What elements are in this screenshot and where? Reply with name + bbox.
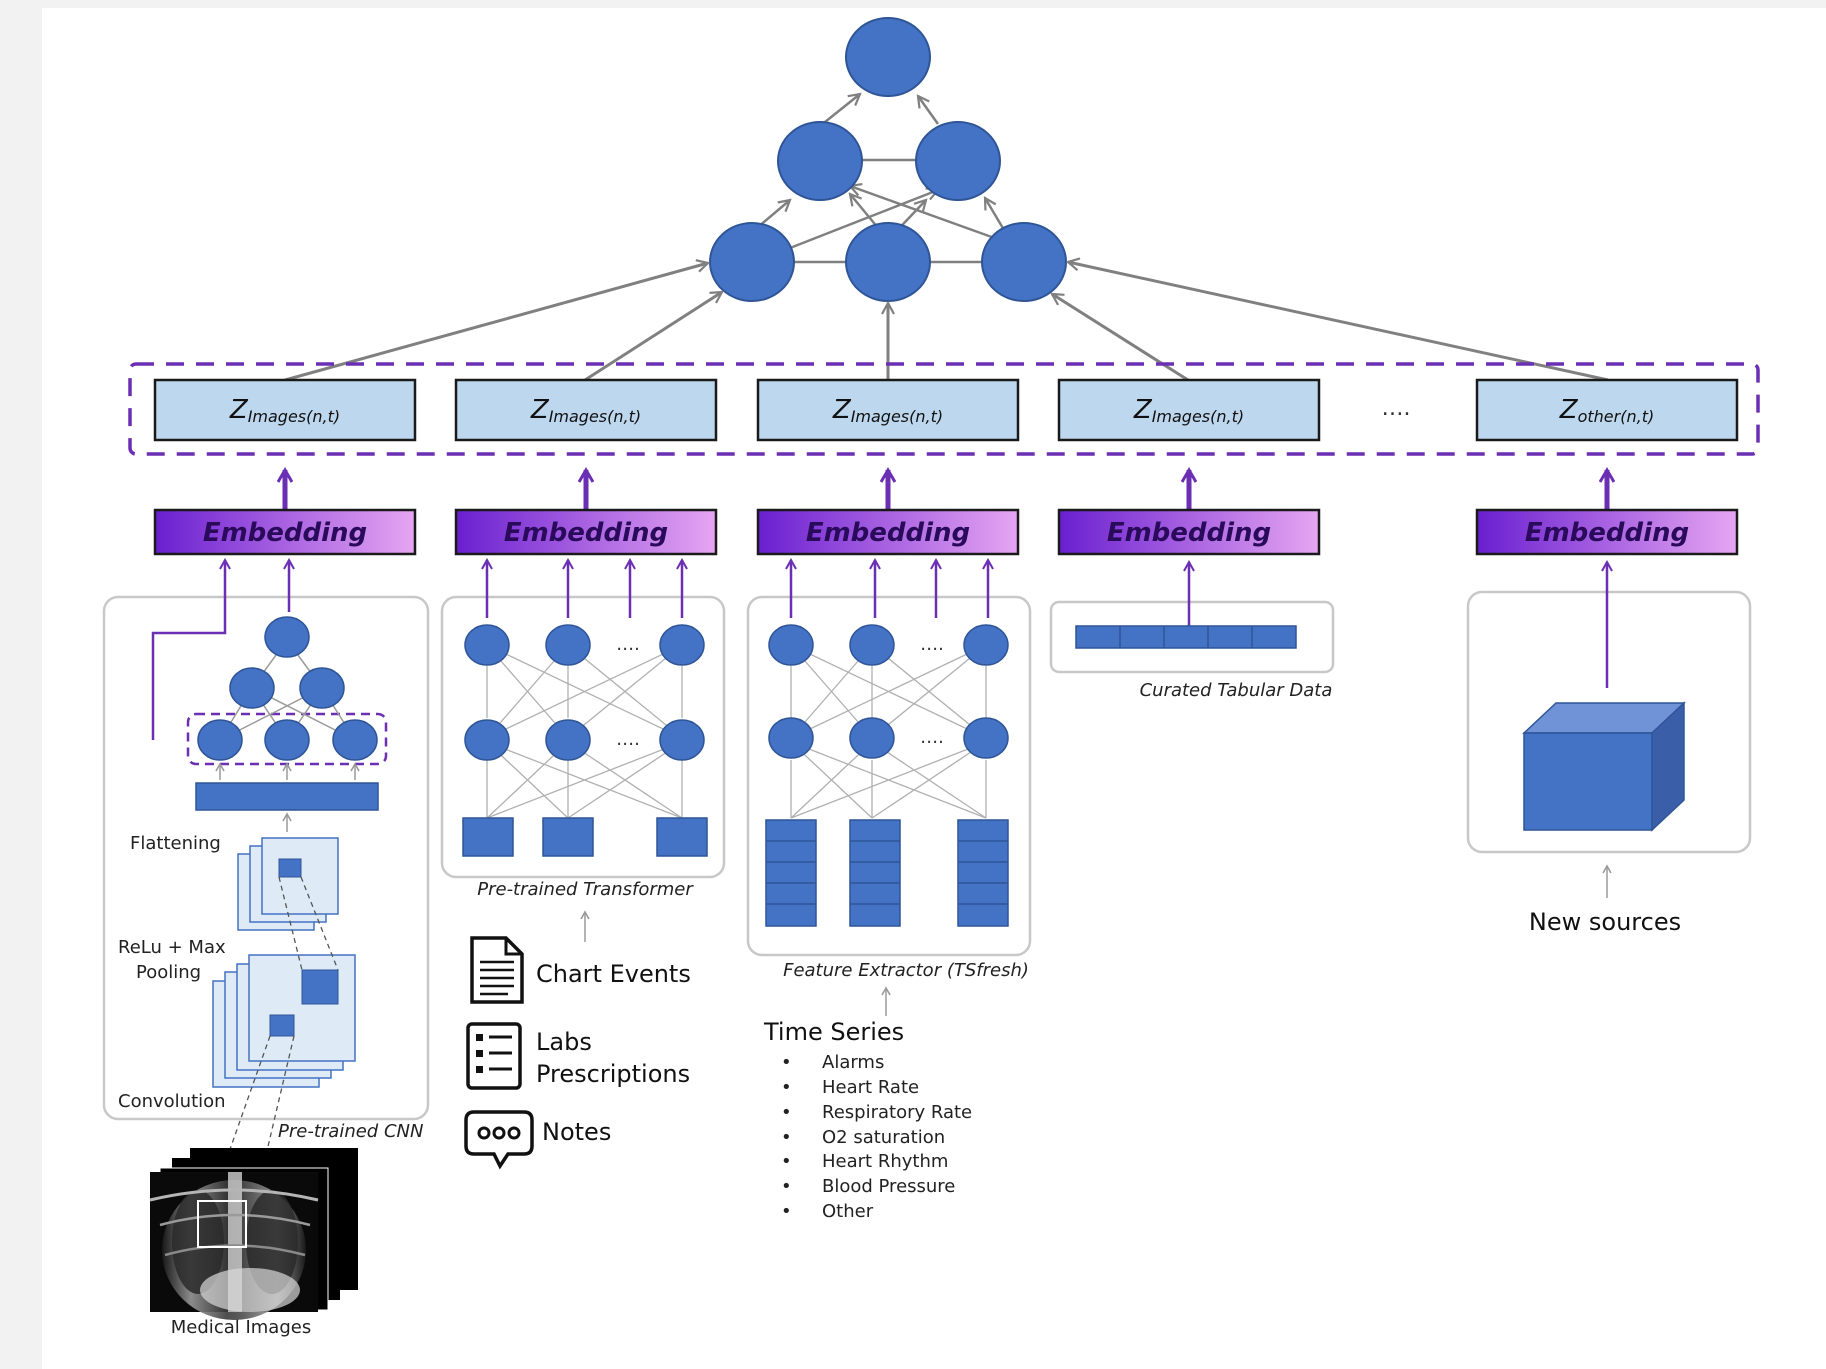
time-series-item: Blood Pressure (822, 1176, 955, 1197)
latent-subscript: Images(n,t) (1152, 407, 1244, 426)
tabular-row (1075, 625, 1297, 649)
latent-subscript: Images(n,t) (248, 407, 340, 426)
svg-text:•: • (781, 1102, 792, 1123)
svg-text:•: • (781, 1127, 792, 1148)
transformer-caption: Pre-trained Transformer (477, 879, 694, 900)
chat-bubble-icon (464, 1110, 534, 1170)
fusion-network (709, 17, 1067, 302)
svg-text:•: • (781, 1151, 792, 1172)
svg-text:•: • (781, 1176, 792, 1197)
latent-ellipsis: …. (1382, 396, 1411, 421)
embedding-label: Embedding (1107, 518, 1271, 548)
time-series-item: Heart Rhythm (822, 1151, 948, 1172)
time-series-column (765, 819, 817, 927)
transformer-sources: Chart Events Labs Prescriptions Notes (464, 936, 691, 1170)
embedding-box-2: Embedding (454, 508, 718, 556)
latent-z: Z (530, 395, 550, 425)
latent-subscript: Images(n,t) (851, 407, 943, 426)
flattening-label: Flattening (130, 833, 221, 854)
svg-text:ZImages(n,t): ZImages(n,t) (530, 395, 641, 426)
svg-text:•: • (781, 1201, 792, 1222)
time-series-item: Respiratory Rate (822, 1102, 972, 1123)
embedding-box-5: Embedding (1475, 508, 1739, 556)
latent-box-1: ZImages(n,t) (153, 378, 417, 442)
feature-extractor-caption: Feature Extractor (TSfresh) (783, 960, 1029, 981)
embedding-label: Embedding (203, 518, 367, 548)
transformer-ellipsis: …. (616, 634, 640, 655)
svg-text:ZImages(n,t): ZImages(n,t) (229, 395, 340, 426)
relu-label-line1: ReLu + Max (118, 937, 226, 958)
latent-subscript: other(n,t) (1578, 407, 1655, 426)
latent-subscript: Images(n,t) (549, 407, 641, 426)
time-series-list: Time Series • Alarms • Heart Rate • Respira… (763, 1018, 972, 1222)
cube-icon (1522, 701, 1686, 832)
latent-z: Z (229, 395, 249, 425)
cnn-panel: Flattening ReLu + Max Pooling Convolutio… (102, 560, 430, 1241)
feature-ellipsis: …. (920, 634, 944, 655)
relu-label-line2: Pooling (136, 962, 201, 983)
transformer-ellipsis: …. (616, 729, 640, 750)
time-series-title: Time Series (763, 1018, 904, 1046)
latent-box-2: ZImages(n,t) (454, 378, 718, 442)
svg-text:ZImages(n,t): ZImages(n,t) (832, 395, 943, 426)
labs-label: Labs (536, 1028, 592, 1056)
latent-box-3: ZImages(n,t) (756, 378, 1020, 442)
time-series-item: O2 saturation (822, 1127, 945, 1148)
time-series-column (957, 819, 1009, 927)
latent-box-4: ZImages(n,t) (1057, 378, 1321, 442)
feature-ellipsis: …. (920, 727, 944, 748)
notes-label: Notes (542, 1118, 611, 1146)
transformer-panel: …. …. Pre-trained Transformer (440, 560, 726, 942)
chart-events-label: Chart Events (536, 960, 691, 988)
cnn-caption: Pre-trained CNN (278, 1121, 423, 1142)
svg-text:•: • (781, 1077, 792, 1098)
time-series-column (849, 819, 901, 927)
checklist-icon (466, 1022, 522, 1090)
new-sources-panel: New sources (1466, 562, 1752, 936)
svg-text:Zother(n,t): Zother(n,t) (1559, 395, 1654, 426)
embedding-label: Embedding (504, 518, 668, 548)
latent-box-5: Zother(n,t) (1475, 378, 1739, 442)
tabular-caption: Curated Tabular Data (1140, 680, 1333, 701)
latent-z: Z (1133, 395, 1153, 425)
time-series-item: Heart Rate (822, 1077, 919, 1098)
embedding-label: Embedding (1525, 518, 1689, 548)
time-series-item: Alarms (822, 1052, 884, 1073)
embedding-to-latent-arrows (285, 470, 1607, 510)
prescriptions-label: Prescriptions (536, 1060, 690, 1088)
embedding-box-3: Embedding (756, 508, 1020, 556)
latent-to-fusion-arrows (284, 262, 1609, 382)
latent-z: Z (1559, 395, 1579, 425)
tabular-panel: Curated Tabular Data (1049, 562, 1335, 701)
embedding-label: Embedding (806, 518, 970, 548)
svg-text:ZImages(n,t): ZImages(n,t) (1133, 395, 1244, 426)
new-sources-label: New sources (1529, 908, 1681, 936)
medical-image-stack: Medical Images (149, 1148, 358, 1338)
feature-extractor-panel: …. …. Feature Extractor (TSfresh) (746, 560, 1032, 1016)
svg-text:•: • (781, 1052, 792, 1073)
medical-images-label: Medical Images (171, 1317, 311, 1338)
embedding-box-4: Embedding (1057, 508, 1321, 556)
embedding-box-1: Embedding (153, 508, 417, 556)
time-series-item: Other (822, 1201, 874, 1222)
convolution-label: Convolution (118, 1091, 226, 1112)
latent-space-container (128, 362, 1760, 456)
document-icon (470, 936, 524, 1004)
latent-z: Z (832, 395, 852, 425)
